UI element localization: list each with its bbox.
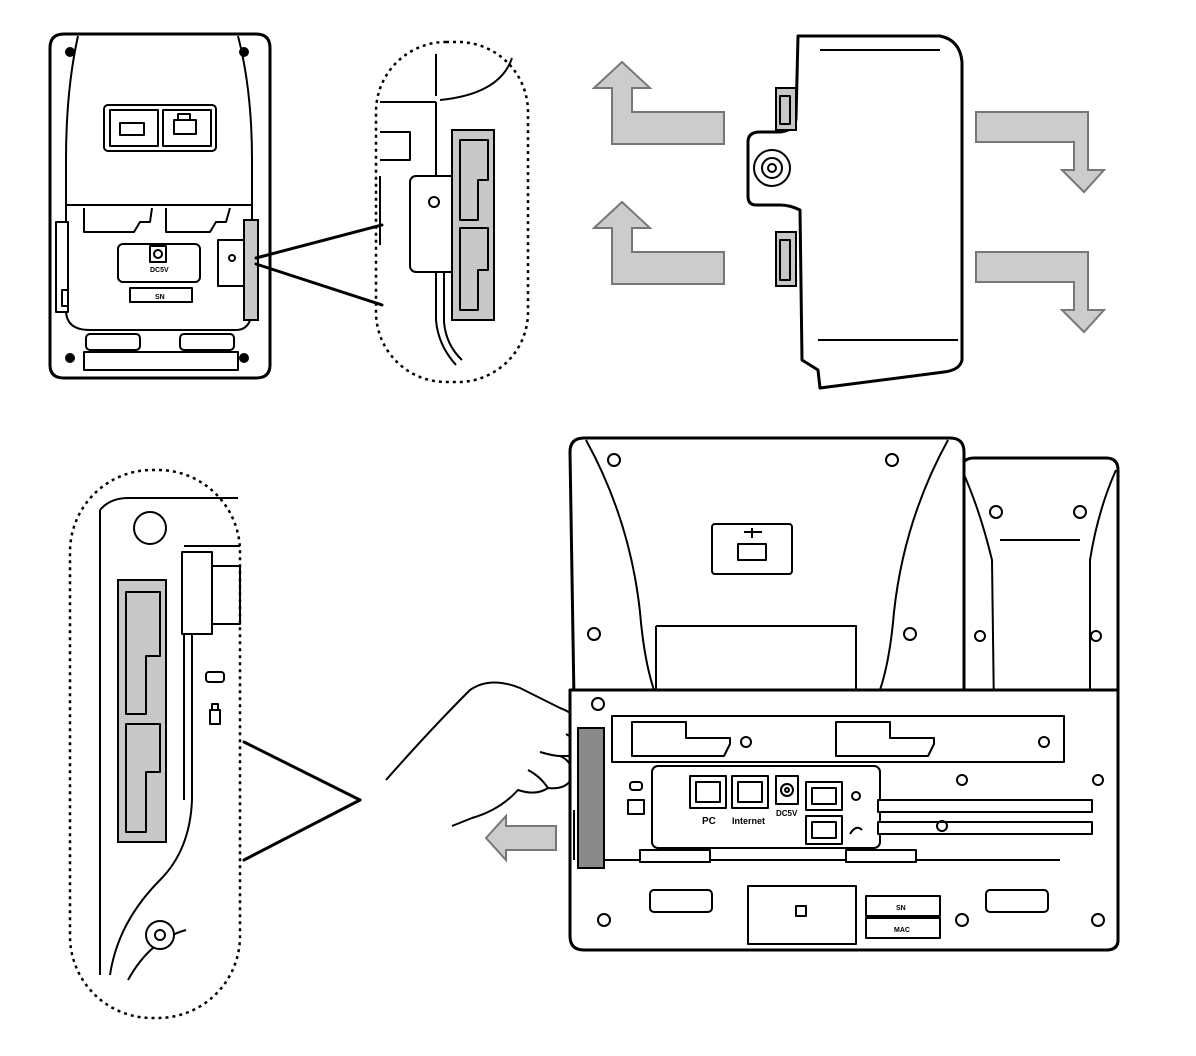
callout-lines-bottom (242, 740, 362, 862)
phone-back-small: DC5V SN (48, 32, 272, 380)
sn-label: SN (896, 905, 906, 912)
detached-module (746, 34, 964, 390)
pull-arrow (484, 813, 557, 863)
zoom-callout-bottom (68, 468, 242, 1020)
phone-back-large: PC Internet DC5V SN MAC (568, 436, 1120, 952)
internet-port-label: Internet (732, 816, 765, 826)
removal-arrows-top (591, 60, 1107, 334)
mac-label: MAC (894, 927, 910, 934)
hand-drawing (385, 681, 588, 827)
callout-lines-top (254, 223, 384, 307)
dc-label-small: DC5V (150, 267, 169, 274)
dc-port-label: DC5V (776, 809, 798, 818)
zoom-callout-top (374, 40, 530, 384)
pc-port-label: PC (702, 816, 716, 827)
sn-label-small: SN (155, 294, 165, 301)
